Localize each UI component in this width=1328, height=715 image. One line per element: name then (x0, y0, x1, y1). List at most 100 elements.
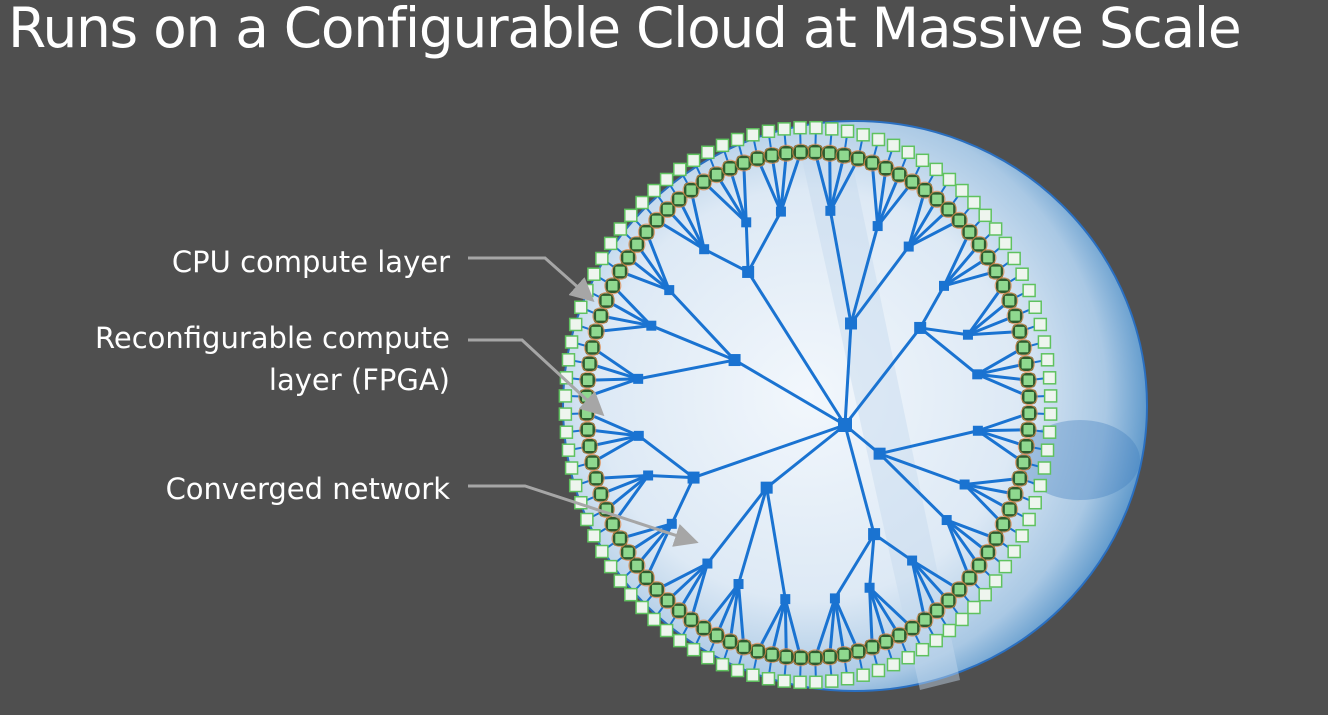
cpu-server-node (595, 544, 609, 559)
fpga-node (620, 250, 636, 265)
fpga-node (612, 264, 628, 279)
fpga-node (822, 649, 837, 664)
network-link (770, 598, 787, 655)
fpga-node-halo (587, 469, 605, 488)
switch-node (962, 329, 973, 340)
switch-node (825, 205, 836, 216)
cpu-server-node (1042, 425, 1057, 439)
fpga-node-halo (890, 165, 908, 184)
fpga-node (709, 167, 724, 182)
cpu-server-node (761, 671, 776, 686)
cpu-server-node (587, 267, 601, 281)
switch-node (775, 206, 786, 217)
cpu-server-node (647, 612, 661, 627)
switch-node (939, 280, 950, 291)
spine-link (765, 423, 846, 489)
cpu-server-node (1007, 544, 1021, 559)
fpga-node-halo (637, 569, 656, 587)
fpga-node (836, 148, 852, 163)
fpga-node (750, 644, 765, 659)
fpga-node (696, 174, 711, 190)
fpga-node (588, 471, 604, 486)
switch-node (941, 515, 952, 526)
fpga-node-halo (611, 529, 629, 548)
fpga-node (599, 293, 614, 308)
cpu-server-node (871, 132, 886, 147)
fpga-node (639, 570, 654, 586)
cpu-server-node (568, 317, 583, 332)
callout-line-fpga (468, 338, 605, 417)
cpu-server-node (761, 124, 776, 139)
fpga-node (585, 455, 600, 470)
cpu-server-node (793, 120, 807, 135)
aggregation-switch (760, 481, 773, 494)
cpu-server-node (955, 183, 969, 198)
cpu-server-node (901, 145, 915, 160)
cpu-server-node (1042, 371, 1057, 385)
fpga-node (941, 593, 956, 608)
fpga-node (851, 644, 866, 659)
network-link (702, 180, 748, 224)
fpga-node-halo (994, 515, 1012, 533)
network-link (879, 429, 979, 456)
switch-node (633, 373, 644, 384)
fpga-node (962, 570, 977, 586)
cpu-server-node (1028, 495, 1042, 510)
network-link (828, 153, 832, 211)
fpga-node (750, 151, 765, 166)
network-link (876, 168, 888, 227)
fpga-node (1007, 308, 1023, 324)
cpu-server-node (730, 132, 745, 147)
fpga-node-halo (1014, 338, 1033, 357)
fpga-node-halo (611, 262, 629, 281)
fpga-node-halo (1011, 469, 1029, 488)
fpga-node (905, 620, 920, 636)
fpga-node (793, 650, 809, 666)
network-link (591, 346, 640, 381)
fpga-node-halo (987, 529, 1005, 548)
fpga-node-halo (682, 611, 700, 629)
fpga-node (1019, 438, 1034, 454)
cpu-server-node (988, 222, 1003, 236)
fpga-node-halo (1001, 292, 1019, 310)
fpga-node-halo (583, 453, 602, 472)
fpga-node-halo (695, 173, 713, 191)
fpga-node-halo (592, 307, 610, 325)
fpga-node (822, 146, 837, 161)
network-link (596, 473, 649, 480)
fpga-node (878, 161, 894, 176)
network-link (779, 151, 803, 213)
cpu-server-node (809, 675, 823, 690)
fpga-node (779, 649, 794, 664)
network-link (742, 162, 748, 223)
network-link (849, 225, 880, 324)
network-link (828, 155, 846, 212)
network-link (964, 476, 1020, 487)
network-link (833, 597, 860, 652)
network-link (977, 429, 1025, 464)
fpga-node-halo (619, 249, 637, 267)
cpu-server-node (715, 138, 730, 153)
network-link (918, 285, 946, 329)
fpga-node (683, 612, 699, 628)
fpga-node (995, 278, 1011, 294)
network-link (637, 358, 735, 381)
switch-node (780, 594, 791, 605)
network-link (779, 153, 788, 212)
fpga-node (605, 516, 621, 532)
network-link (919, 326, 969, 337)
cpu-server-node (1033, 478, 1048, 493)
network-link (908, 219, 960, 248)
cpu-server-node (955, 612, 969, 627)
network-link (813, 151, 832, 212)
fpga-node (649, 213, 664, 228)
network-link (868, 533, 876, 588)
fpga-node (962, 224, 977, 240)
fpga-node (629, 237, 645, 252)
fpga-node-halo (1001, 500, 1019, 518)
cpu-server-node (840, 671, 855, 686)
network-link (650, 324, 736, 362)
cpu-server-node (1037, 335, 1052, 349)
fpga-node (1002, 293, 1017, 308)
cpu-server-node (1043, 389, 1058, 403)
